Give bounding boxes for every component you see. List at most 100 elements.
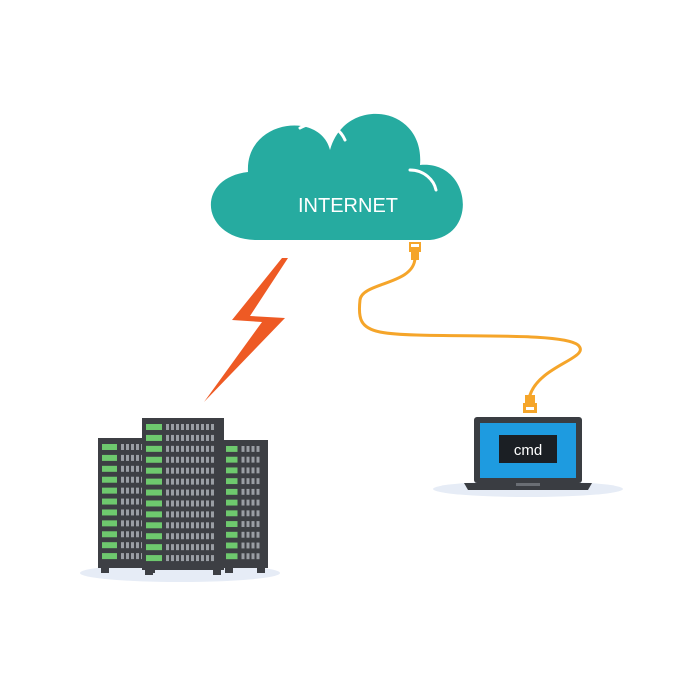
server-light <box>146 522 162 529</box>
server-slot <box>131 553 134 560</box>
server-slot <box>201 478 204 485</box>
server-slot <box>251 521 255 527</box>
server-slot <box>206 511 209 518</box>
server-slot <box>166 555 169 562</box>
server-slot <box>206 489 209 496</box>
server-slot <box>211 489 214 496</box>
server-slot <box>136 476 139 483</box>
server-slot <box>246 467 250 474</box>
server-slot <box>181 467 184 474</box>
server-slot <box>191 434 194 441</box>
server-slot <box>206 445 209 452</box>
server-slot <box>121 553 124 560</box>
server-slot <box>191 445 194 452</box>
server-slot <box>241 553 245 560</box>
server-slot <box>166 500 169 507</box>
server-slot <box>201 489 204 496</box>
server-slot <box>136 444 139 450</box>
server-slot <box>191 533 194 540</box>
server-slot <box>191 478 194 485</box>
server-slot <box>201 434 204 441</box>
server-slot <box>126 454 129 461</box>
server-slot <box>241 456 245 463</box>
server-slot <box>251 488 255 495</box>
server-slot <box>131 444 134 450</box>
server-slot <box>171 522 174 529</box>
server-slot <box>201 533 204 540</box>
server-slot <box>176 424 179 431</box>
server-slot <box>211 500 214 507</box>
server-light <box>226 521 238 527</box>
server-rack-left-foot <box>101 566 109 573</box>
lightning-bolt-icon <box>204 258 288 402</box>
server-slot <box>176 445 179 452</box>
server-slot <box>181 555 184 562</box>
server-slot <box>176 478 179 485</box>
server-slot <box>171 467 174 474</box>
cloud-label: INTERNET <box>298 195 398 217</box>
cable-line <box>357 256 582 397</box>
server-slot <box>171 511 174 518</box>
server-slot <box>181 434 184 441</box>
server-slot <box>251 478 255 485</box>
server-slot <box>186 533 189 540</box>
server-slot <box>196 522 199 529</box>
server-rack-center-foot <box>145 568 153 575</box>
server-slot <box>166 467 169 474</box>
server-slot <box>131 498 134 505</box>
server-slot <box>206 478 209 485</box>
server-slot <box>136 487 139 494</box>
server-slot <box>191 544 194 551</box>
server-slot <box>211 456 214 463</box>
server-slot <box>186 445 189 452</box>
server-slot <box>131 465 134 472</box>
server-slot <box>126 498 129 505</box>
server-slot <box>241 521 245 527</box>
server-slot <box>131 531 134 538</box>
server-light <box>226 488 238 495</box>
server-slot <box>201 522 204 529</box>
server-slot <box>201 500 204 507</box>
server-slot <box>246 499 250 506</box>
server-slot <box>211 478 214 485</box>
server-light <box>146 489 162 496</box>
server-slot <box>246 521 250 527</box>
server-slot <box>171 489 174 496</box>
server-slot <box>176 467 179 474</box>
server-light <box>226 499 238 506</box>
server-light <box>226 510 238 517</box>
server-slot <box>256 478 260 485</box>
server-slot <box>176 544 179 551</box>
server-slot <box>191 511 194 518</box>
server-light <box>102 444 117 450</box>
terminal-window <box>499 435 557 463</box>
server-slot <box>186 500 189 507</box>
server-slot <box>166 544 169 551</box>
server-light <box>146 434 162 441</box>
server-slot <box>171 555 174 562</box>
cloud-shape <box>210 113 463 240</box>
server-light <box>102 542 117 549</box>
server-slot <box>206 555 209 562</box>
server-slot <box>241 531 245 538</box>
server-light <box>226 531 238 538</box>
server-slot <box>256 456 260 463</box>
server-slot <box>241 446 245 452</box>
server-light <box>226 553 238 560</box>
server-slot <box>171 533 174 540</box>
server-slot <box>211 555 214 562</box>
server-slot <box>201 555 204 562</box>
server-slot <box>186 555 189 562</box>
server-slot <box>246 542 250 549</box>
server-slot <box>171 478 174 485</box>
server-slot <box>171 424 174 431</box>
server-slot <box>211 434 214 441</box>
server-slot <box>246 446 250 452</box>
server-slot <box>181 478 184 485</box>
server-slot <box>181 500 184 507</box>
server-slot <box>166 424 169 431</box>
server-slot <box>201 456 204 463</box>
server-slot <box>121 509 124 516</box>
server-slot <box>256 467 260 474</box>
server-slot <box>131 509 134 516</box>
